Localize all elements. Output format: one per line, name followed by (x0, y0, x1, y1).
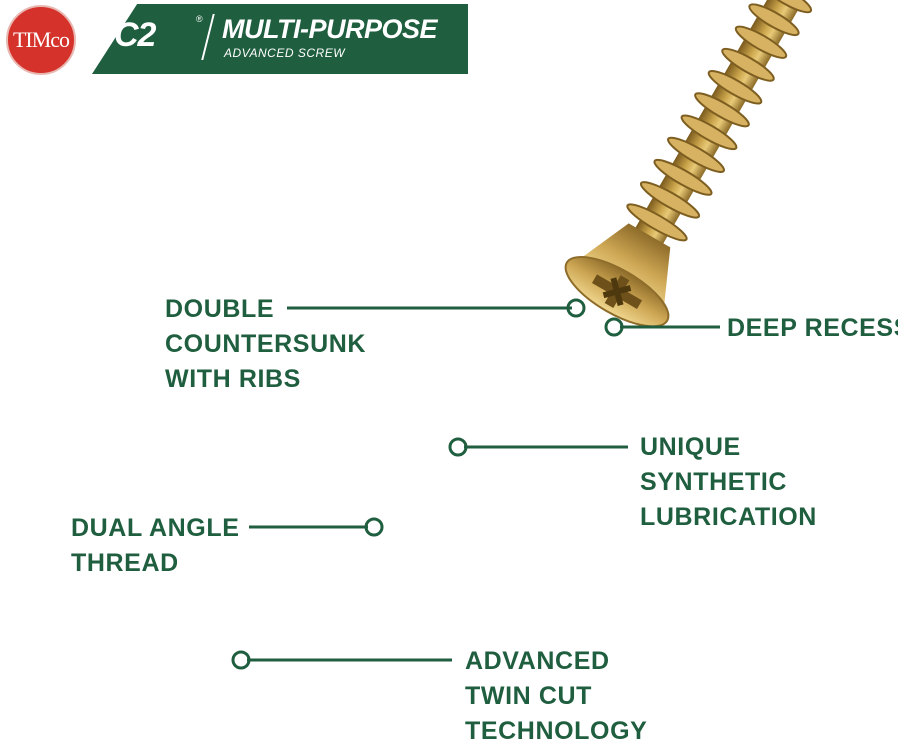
registered-mark: ® (196, 14, 203, 24)
marker-synthetic-lubrication (448, 437, 468, 457)
marker-twin-cut (231, 650, 251, 670)
thread-ring (626, 203, 688, 242)
callout-twin-cut-line1: ADVANCED (465, 647, 610, 675)
callout-deep-recess: DEEP RECESS (727, 311, 898, 346)
callout-double-countersunk-line2: COUNTERSUNK (165, 330, 367, 358)
callout-dual-angle-thread-line2: THREAD (71, 549, 179, 577)
thread-ring (734, 25, 788, 59)
callout-double-countersunk-line3: WITH RIBS (165, 365, 301, 393)
timco-logo: TIMco (6, 5, 76, 75)
thread-ring (761, 0, 813, 14)
product-banner (92, 4, 468, 74)
thread-ring (680, 114, 738, 151)
timco-logo-text: TIMco (12, 27, 70, 52)
marker-dual-angle-thread (364, 517, 384, 537)
c2-brand-mark: C2 (114, 16, 156, 54)
thread-ring (653, 158, 713, 196)
callout-dual-angle-thread: DUAL ANGLE THREAD (71, 511, 240, 581)
callout-synthetic-lubrication-line3: LUBRICATION (640, 503, 817, 531)
screw-threads (626, 0, 813, 242)
pozi-recess (591, 274, 643, 309)
banner-subtitle: ADVANCED SCREW (224, 46, 346, 60)
callout-twin-cut-line3: TECHNOLOGY (465, 717, 648, 745)
screw-shaft (611, 0, 868, 289)
banner-title: MULTI-PURPOSE (222, 14, 438, 44)
callout-synthetic-lubrication-line2: SYNTHETIC (640, 468, 788, 496)
thread-ring (694, 92, 750, 128)
thread-ring (721, 47, 775, 82)
thread-ring (667, 136, 725, 173)
screw (564, 0, 868, 328)
thread-ring (707, 70, 763, 105)
callout-double-countersunk-line1: DOUBLE (165, 295, 275, 323)
callout-twin-cut: ADVANCED TWIN CUT TECHNOLOGY (465, 644, 647, 749)
callout-synthetic-lubrication: UNIQUE SYNTHETIC LUBRICATION (640, 430, 817, 535)
marker-double-countersunk (566, 298, 586, 318)
callout-twin-cut-line2: TWIN CUT (465, 682, 592, 710)
thread-ring (639, 181, 701, 219)
thread-ring (748, 3, 800, 37)
callout-deep-recess-line1: DEEP RECESS (727, 314, 898, 342)
callout-synthetic-lubrication-line1: UNIQUE (640, 433, 741, 461)
marker-deep-recess (604, 317, 624, 337)
callout-double-countersunk: DOUBLE COUNTERSUNK WITH RIBS (165, 292, 366, 397)
callout-dual-angle-thread-line1: DUAL ANGLE (71, 514, 240, 542)
